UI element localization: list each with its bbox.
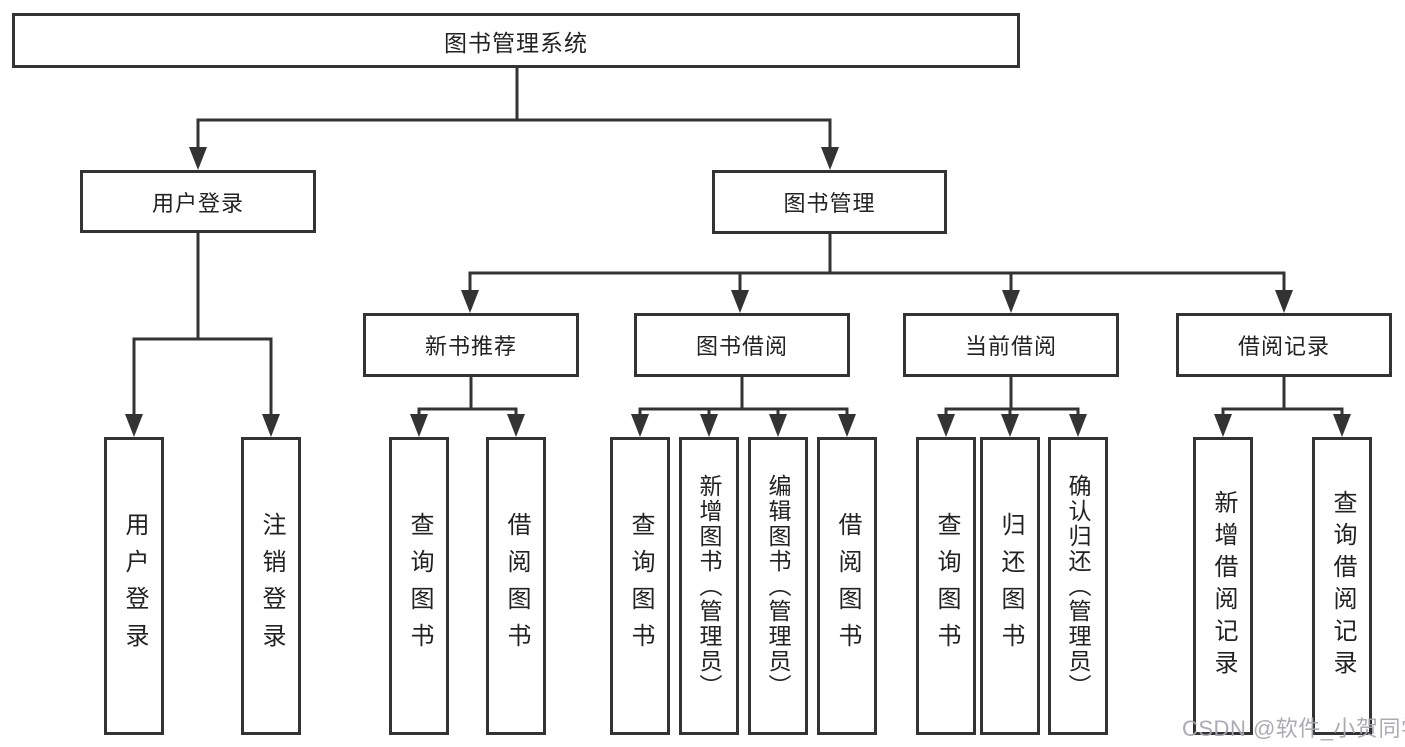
node-library-system: 图书管理系统 (12, 13, 1020, 68)
leaf-label: 用户登录 (121, 512, 148, 660)
node-leaf-add-borrow-record: 新增借阅记录 (1193, 437, 1253, 735)
node-library-system-label: 图书管理系统 (444, 29, 588, 56)
arrowheads (125, 147, 1351, 437)
node-leaf-edit-books-admin: 编辑图书（管理员） (748, 437, 808, 735)
node-leaf-user-login: 用户登录 (104, 437, 164, 735)
leaf-label: 新增借阅记录 (1210, 490, 1237, 682)
node-current-borrow-label: 当前借阅 (964, 334, 1057, 359)
node-book-borrow: 图书借阅 (634, 313, 850, 377)
leaf-label: 查询借阅记录 (1329, 490, 1356, 682)
node-leaf-borrow-books-recommend: 借阅图书 (486, 437, 546, 735)
leaf-label: 确认归还（管理员） (1065, 473, 1091, 699)
leaf-label: 新增图书（管理员） (696, 473, 722, 699)
node-borrow-records: 借阅记录 (1176, 313, 1392, 377)
leaf-label: 查询图书 (406, 512, 433, 660)
node-user-login: 用户登录 (80, 170, 316, 233)
node-leaf-confirm-return-admin: 确认归还（管理员） (1048, 437, 1108, 735)
node-book-management-label: 图书管理 (783, 191, 876, 216)
csdn-watermark: CSDN @软件_小贺同学 (1182, 716, 1405, 741)
node-leaf-borrow-books: 借阅图书 (817, 437, 877, 735)
leaf-label: 编辑图书（管理员） (765, 473, 791, 699)
leaf-label: 归还图书 (997, 512, 1024, 660)
node-leaf-return-books: 归还图书 (980, 437, 1040, 735)
leaf-label: 借阅图书 (834, 512, 861, 660)
leaf-label: 查询图书 (627, 512, 654, 660)
node-user-login-label: 用户登录 (151, 190, 244, 216)
node-book-management: 图书管理 (712, 170, 947, 234)
node-borrow-records-label: 借阅记录 (1237, 334, 1330, 359)
node-leaf-query-borrow-record: 查询借阅记录 (1312, 437, 1372, 735)
node-leaf-logout: 注销登录 (241, 437, 301, 735)
node-leaf-add-books-admin: 新增图书（管理员） (679, 437, 739, 735)
node-book-borrow-label: 图书借阅 (695, 334, 788, 359)
node-leaf-query-books-recommend: 查询图书 (389, 437, 449, 735)
node-leaf-query-books-current: 查询图书 (916, 437, 976, 735)
node-new-book-recommend-label: 新书推荐 (424, 334, 517, 359)
leaf-label: 注销登录 (258, 512, 285, 660)
leaf-label: 查询图书 (933, 512, 960, 660)
node-current-borrow: 当前借阅 (903, 313, 1119, 377)
leaf-label: 借阅图书 (503, 512, 530, 660)
node-leaf-query-books-borrow: 查询图书 (610, 437, 670, 735)
node-new-book-recommend: 新书推荐 (363, 313, 579, 377)
